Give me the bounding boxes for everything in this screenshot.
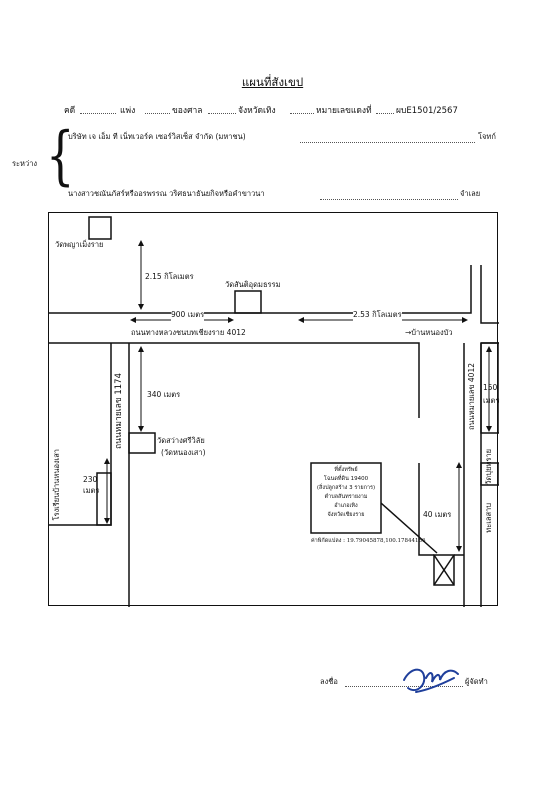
- temple-right-label: วัดปุยทราย: [484, 449, 493, 485]
- distance-230: 230: [83, 475, 98, 484]
- property-marker-box: [433, 554, 455, 586]
- road-4012-label: ถนนหมายเลข 4012: [467, 363, 476, 431]
- property-line: (สิ่งปลูกสร้าง 3 รายการ): [316, 485, 376, 491]
- dotted-line: [376, 113, 394, 114]
- property-line: ตำบลสันทรายงาม: [324, 494, 368, 500]
- distance-340-m: 340 เมตร: [147, 390, 181, 399]
- temple-sawang-alt-label: (วัดหนองเสา): [161, 448, 206, 457]
- main-road-label: ถนนทางหลวงชนบทเชียงราย 4012: [131, 328, 246, 337]
- distance-230-unit: เมตร: [83, 486, 100, 495]
- temple-box-sawang: [128, 432, 156, 454]
- sketch-map-frame: วัดพญาเม็งราย 2.15 กิโลเมตร วัดสันติอุดม…: [48, 212, 500, 607]
- temple-box-top-left: [88, 216, 112, 240]
- side-right-label: ทะเลสาบ: [484, 503, 493, 533]
- defendant-role: จำเลย: [460, 189, 481, 198]
- page-title: แผนที่สังเขป: [241, 75, 304, 89]
- property-label-box: [310, 462, 382, 534]
- temple-box-center: [234, 290, 262, 314]
- temple-box-east: [480, 342, 499, 434]
- distance-150: 150: [483, 383, 498, 392]
- property-line: จังหวัดเชียงราย: [327, 512, 365, 518]
- defendant-name: นางสาวชณันภัสร์หรืออรพรรณ วริศธนาธันยกิจ…: [68, 189, 265, 198]
- property-pointer: [380, 502, 438, 554]
- plaintiff-role: โจทก์: [478, 132, 496, 141]
- main-road-bottom-edge: [49, 342, 420, 418]
- temple-center-label: วัดสันติอุดมธรรม: [225, 280, 281, 289]
- plaintiff-name: บริษัท เจ เอ็ม ที เน็ทเวอร์ค เซอร์วิสเซ็…: [68, 132, 246, 141]
- court-of-label: ของศาล: [172, 106, 203, 116]
- sign-label: ลงชื่อ: [320, 677, 338, 686]
- case-no-label: หมายเลขแดงที่: [316, 106, 372, 116]
- dotted-line: [290, 113, 314, 114]
- signature-role: ผู้จัดทำ: [465, 677, 488, 686]
- road-1174-label: ถนนหมายเลข 1174: [114, 373, 124, 449]
- curly-brace: {: [46, 119, 75, 193]
- property-line: โฉนดที่ดิน 19400: [323, 476, 369, 482]
- east-road-top: [480, 265, 499, 324]
- dotted-line: [300, 142, 475, 143]
- property-lane: [418, 463, 434, 556]
- property-line: ที่ตั้งทรัพย์: [334, 467, 358, 473]
- school-box: [96, 472, 112, 526]
- temple-sawang-label: วัดสว่างศรีวิลัย: [157, 436, 205, 445]
- property-info: ที่ตั้งทรัพย์ โฉนดที่ดิน 19400 (สิ่งปลูก…: [313, 466, 379, 520]
- between-label: ระหว่าง: [12, 159, 38, 168]
- dotted-line: [320, 199, 458, 200]
- to-village-label: →บ้านหนองบัว: [405, 328, 453, 337]
- distance-900-m: 900 เมตร: [171, 309, 205, 321]
- dotted-line: [208, 113, 236, 114]
- court-type: แพ่ง: [120, 106, 136, 116]
- case-number: ผบE1501/2567: [396, 106, 458, 116]
- temple-box-right: [480, 462, 499, 486]
- dotted-line: [80, 113, 116, 114]
- distance-150-unit: เมตร: [483, 396, 500, 405]
- distance-2-15-km: 2.15 กิโลเมตร: [145, 272, 194, 281]
- court-name: จังหวัดเทิง: [238, 106, 276, 116]
- coordinates-label: ค่าพิกัดแปลง : 19.79045878,100.17844186: [311, 538, 426, 544]
- temple-top-left-label: วัดพญาเม็งราย: [55, 240, 104, 249]
- signature-mark: [403, 668, 459, 693]
- distance-2-53-km: 2.53 กิโลเมตร: [353, 309, 402, 321]
- school-label: โรงเรียนบ้านหนองเสา: [52, 449, 61, 521]
- distance-40-m: 40 เมตร: [423, 510, 452, 519]
- case-label: คดี: [64, 106, 76, 116]
- dotted-line: [145, 113, 170, 114]
- signature-line: [345, 686, 463, 687]
- property-line: อำเภอเทิง: [334, 503, 358, 509]
